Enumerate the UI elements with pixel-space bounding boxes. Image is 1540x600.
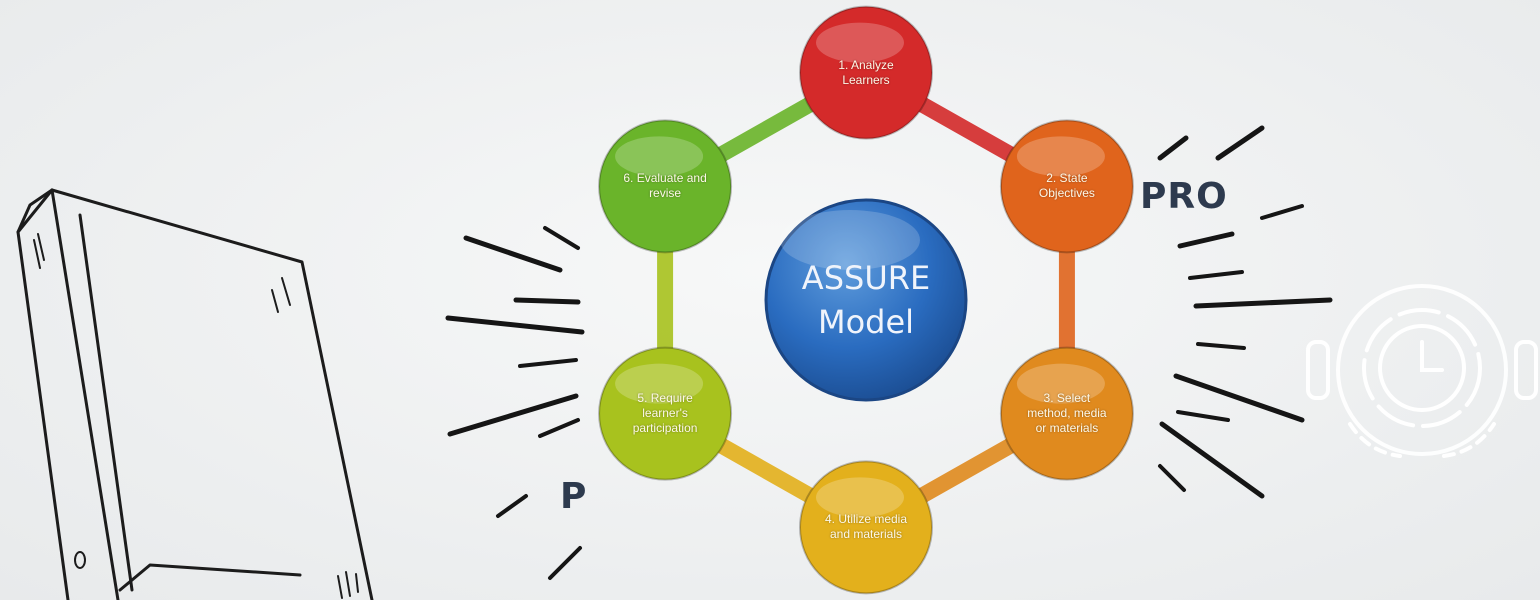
step-circle — [999, 346, 1134, 481]
step-label: 2. State Objectives — [1038, 171, 1095, 201]
step-circle — [799, 460, 933, 595]
step-label: 1. Analyze Learners — [838, 57, 894, 87]
center-title-line2: Model — [817, 303, 915, 341]
step-circle — [799, 5, 933, 140]
laptop-sketch-icon — [16, 188, 374, 600]
center-highlight — [780, 210, 920, 270]
cycle-step-node — [799, 460, 933, 595]
background-text-fragment: P — [560, 476, 588, 517]
speed-lines-left — [445, 226, 585, 580]
step-label: 5. Require learner's participation — [632, 391, 698, 436]
cycle-step-node — [799, 5, 933, 140]
step-circle — [999, 119, 1134, 254]
step-highlight — [615, 363, 704, 404]
step-label: 4. Utilize media and materials — [824, 512, 908, 542]
center-circle — [764, 198, 968, 402]
step-highlight — [1016, 363, 1105, 404]
cycle-step-node — [598, 346, 733, 481]
step-highlight — [615, 136, 704, 177]
cycle-step-node — [999, 346, 1134, 481]
step-circle — [598, 346, 733, 481]
background-text-fragment: PRO — [1140, 176, 1228, 217]
cycle-step-node — [598, 119, 733, 254]
cycle-step-node — [999, 119, 1134, 254]
speed-lines-right — [1157, 125, 1333, 499]
step-highlight — [816, 477, 904, 518]
clock-headset-icon — [1306, 284, 1538, 458]
step-label: 6. Evaluate and revise — [623, 171, 707, 201]
step-highlight — [1016, 136, 1105, 177]
step-circle — [598, 119, 733, 254]
step-label: 3. Select method, media or materials — [1027, 391, 1107, 436]
step-highlight — [816, 22, 904, 63]
center-title-line1: ASSURE — [801, 259, 931, 297]
